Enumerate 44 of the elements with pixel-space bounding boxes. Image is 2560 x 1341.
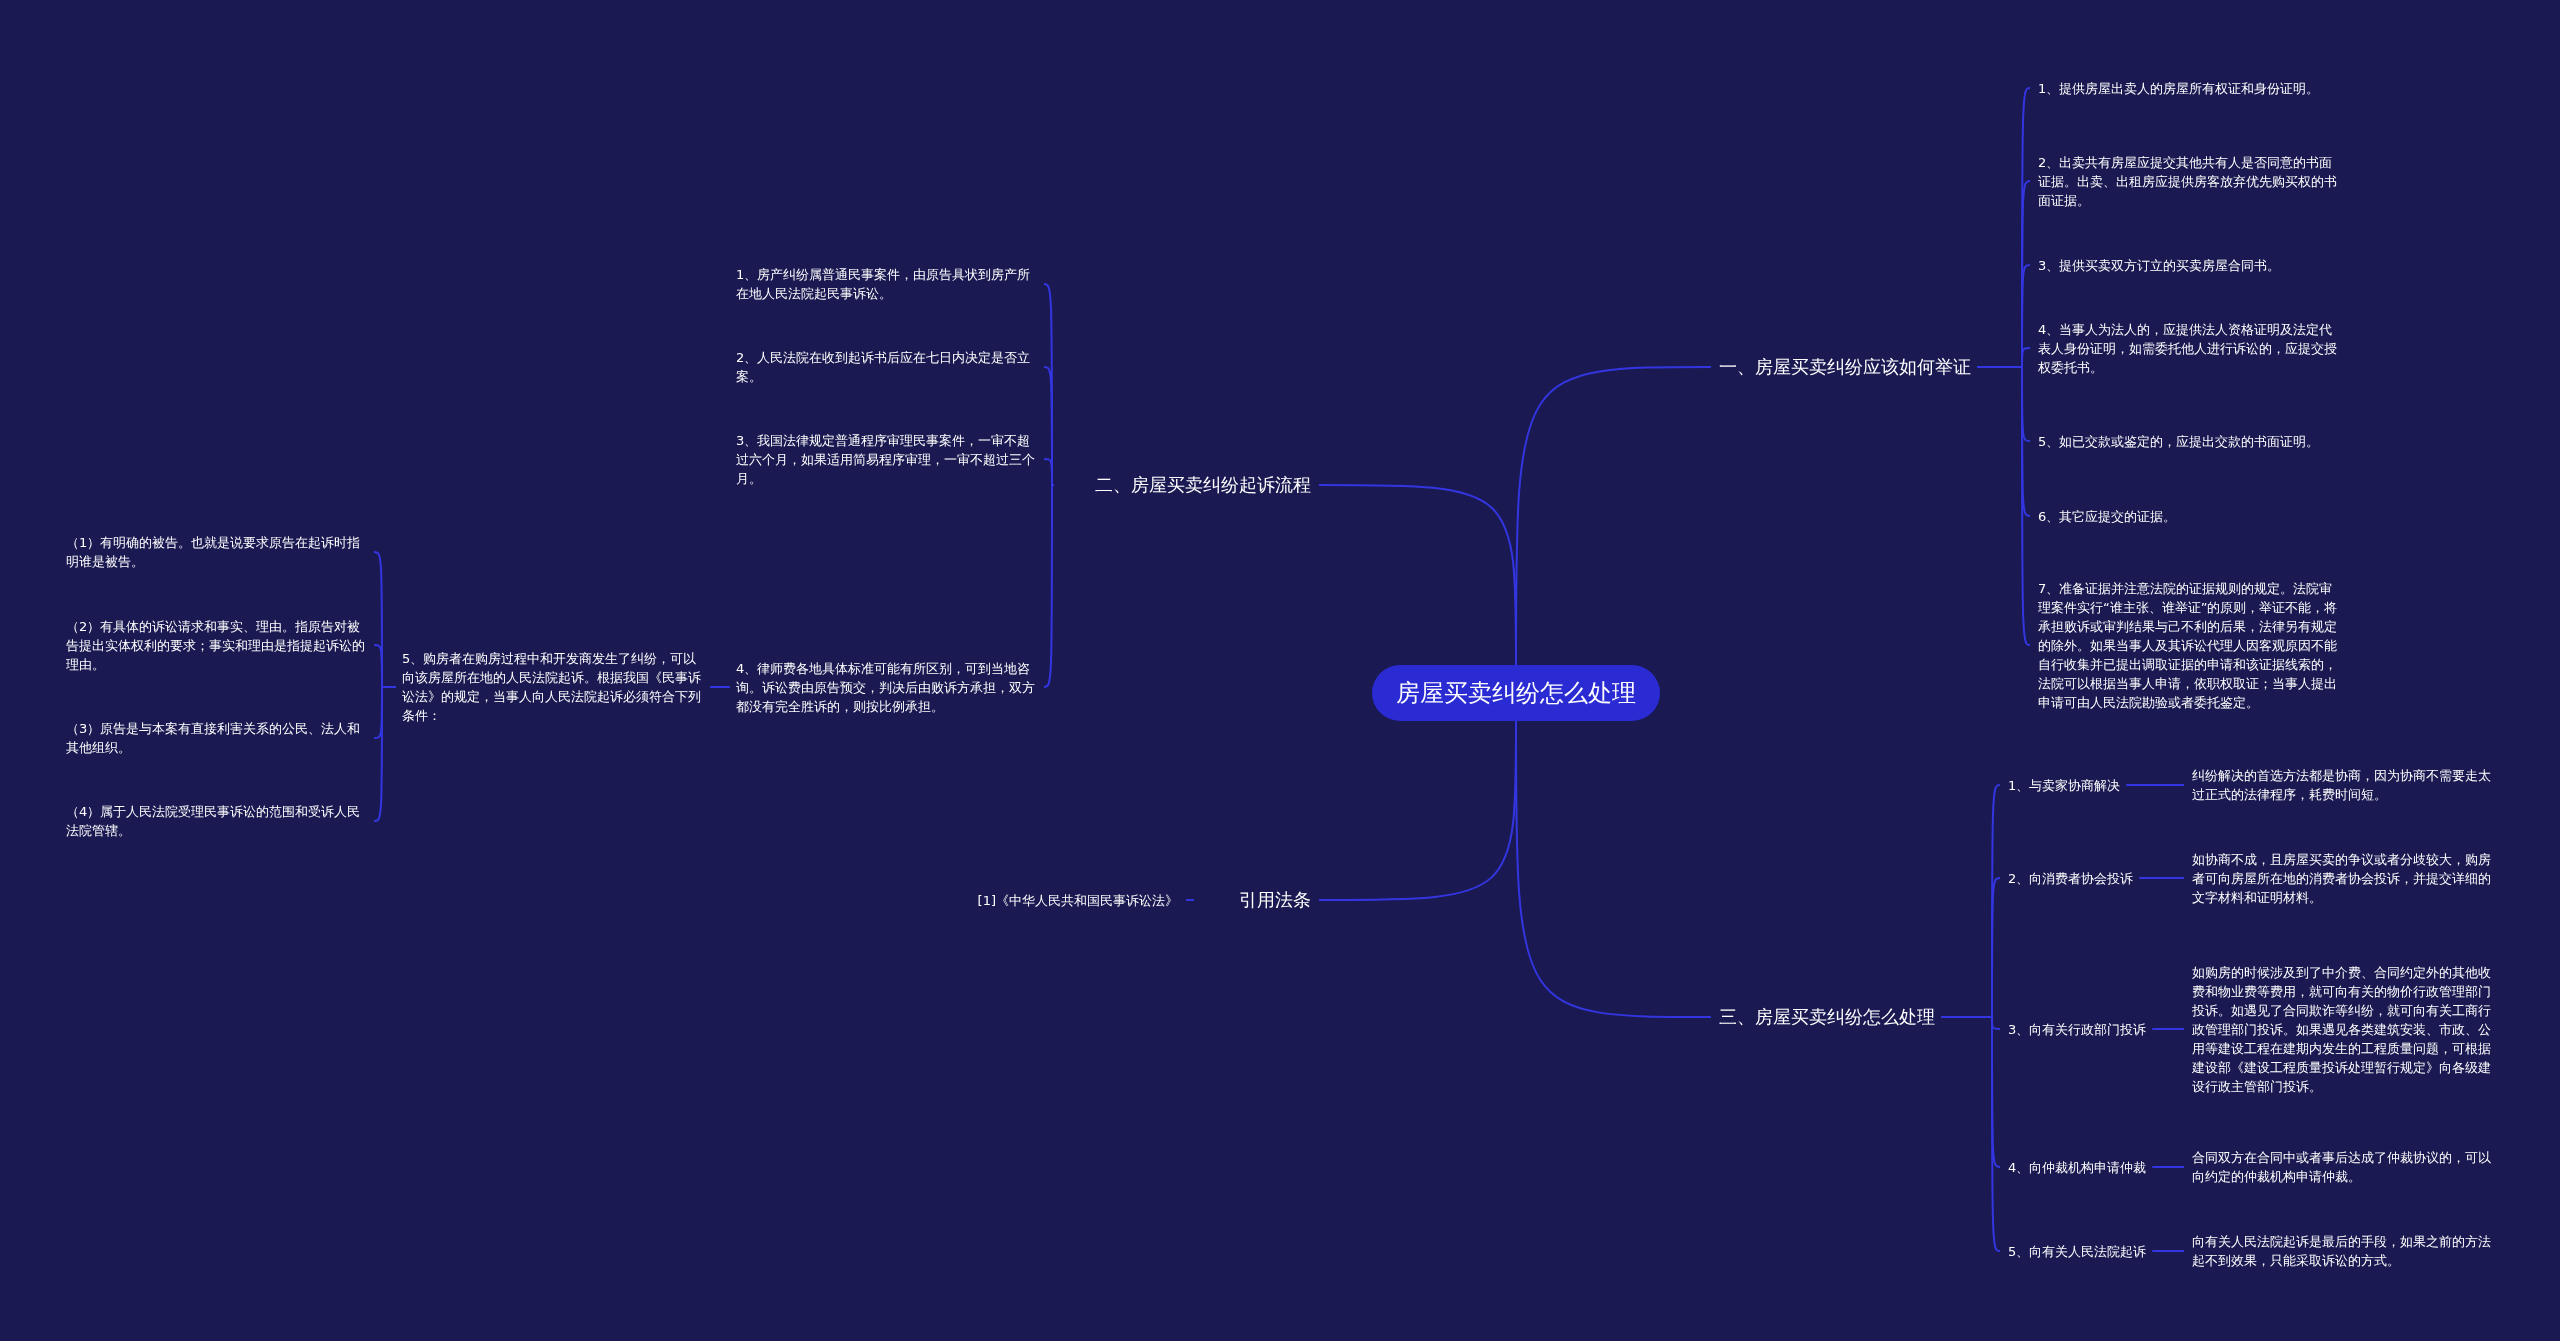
connector-line	[1318, 484, 1517, 666]
topic-text: 合同双方在合同中或者事后达成了仲裁协议的，可以向约定的仲裁机构申请仲裁。	[2192, 1148, 2497, 1186]
subtopic-text: 4、向仲裁机构申请仲裁	[2008, 1157, 2147, 1177]
connector-line	[1185, 899, 1195, 901]
topic-text: （4）属于人民法院受理民事诉讼的范围和受诉人民法院管辖。	[66, 802, 366, 840]
connector-line	[1976, 366, 2031, 646]
connector-line	[2151, 1028, 2185, 1030]
topic-text: （2）有具体的诉讼请求和事实、理由。指原告对被告提出实体权利的要求；事实和理由是指提起诉讼的理由。	[66, 616, 366, 674]
connector-line	[1043, 458, 1055, 486]
topic-text: 2、人民法院在收到起诉书后应在七日内决定是否立案。	[736, 348, 1036, 386]
topic-text: 1、房产纠纷属普通民事案件，由原告具状到房产所在地人民法院起民事诉讼。	[736, 265, 1036, 303]
connector-line	[2151, 1166, 2185, 1168]
topic-text: 5、如已交款或鉴定的，应提出交款的书面证明。	[2038, 431, 2338, 451]
branch-topic: 引用法条	[1200, 888, 1311, 912]
connector-line	[1940, 1016, 2001, 1252]
topic-text: 4、当事人为法人的，应提供法人资格证明及法定代表人身份证明，如需委托他人进行诉讼的，应提交授权委托书。	[2038, 319, 2338, 377]
topic-text: 纠纷解决的首选方法都是协商，因为协商不需要走太过正式的法律程序，耗费时间短。	[2192, 766, 2497, 804]
branch-topic: 二、房屋买卖纠纷起诉流程	[1060, 473, 1311, 497]
topic-text: 3、我国法律规定普通程序审理民事案件，一审不超过六个月，如果适用简易程序审理，一审不超过三个月。	[736, 430, 1036, 488]
subtopic-text: 5、向有关人民法院起诉	[2008, 1241, 2147, 1261]
topic-text: （1）有明确的被告。也就是说要求原告在起诉时指明谁是被告。	[66, 533, 366, 571]
topic-text: 向有关人民法院起诉是最后的手段，如果之前的方法起不到效果，只能采取诉讼的方式。	[2192, 1232, 2497, 1270]
connector-line	[709, 686, 731, 688]
connector-line	[2151, 1250, 2185, 1252]
topic-text: 2、出卖共有房屋应提交其他共有人是否同意的书面证据。出卖、出租房应提供房客放弃优先购买权的书面证据。	[2038, 152, 2338, 210]
subtopic-text: 1、与卖家协商解决	[2008, 775, 2121, 795]
topic-text: 6、其它应提交的证据。	[2038, 506, 2338, 526]
connector-line	[2125, 784, 2185, 786]
connector-line	[1043, 484, 1055, 688]
topic-text: （3）原告是与本案有直接利害关系的公民、法人和其他组织。	[66, 719, 366, 757]
topic-text: 如协商不成，且房屋买卖的争议或者分歧较大，购房者可向房屋所在地的消费者协会投诉，并提交详细的文字材料和证明材料。	[2192, 849, 2497, 907]
topic-text: 3、提供买卖双方订立的买卖房屋合同书。	[2038, 255, 2338, 275]
topic-text: 1、提供房屋出卖人的房屋所有权证和身份证明。	[2038, 78, 2338, 98]
topic-text: 7、准备证据并注意法院的证据规则的规定。法院审理案件实行“谁主张、谁举证”的原则，举证不能，将承担败诉或审判结果与己不利的后果，法律另有规定的除外。如果当事人及其诉讼代理人因客观原因不能自行收集并已提出调取证据的申请和该证据线索的，法院可以根据当事人申请，依职权取证；当事人提出申请可由人民法院勘验或者委托鉴定。	[2038, 578, 2338, 712]
topic-text: 如购房的时候涉及到了中介费、合同约定外的其他收费和物业费等费用，就可向有关的物价行政管理部门投诉。如遇见了合同欺诈等纠纷，就可向有关工商行政管理部门投诉。如果遇见各类建筑安装、市政、公用等建设工程在建期内发生的工程质量问题，可根据建设部《建设工程质量投诉处理暂行规定》向各级建设行政主管部门投诉。	[2192, 962, 2497, 1096]
subtopic-text: 2、向消费者协会投诉	[2008, 868, 2134, 888]
branch-topic: 三、房屋买卖纠纷怎么处理	[1719, 1005, 1935, 1029]
connector-line	[2138, 877, 2185, 879]
topic-text: 4、律师费各地具体标准可能有所区别，可到当地咨询。诉讼费由原告预交，判决后由败诉方承担，双方都没有完全胜诉的，则按比例承担。	[736, 658, 1036, 716]
topic-text: 5、购房者在购房过程中和开发商发生了纠纷，可以向该房屋所在地的人民法院起诉。根据我国《民事诉讼法》的规定，当事人向人民法院起诉必须符合下列条件：	[402, 649, 702, 725]
topic-text: [1]《中华人民共和国民事诉讼法》	[916, 890, 1178, 910]
subtopic-text: 3、向有关行政部门投诉	[2008, 1019, 2147, 1039]
central-topic: 房屋买卖纠纷怎么处理	[1372, 665, 1660, 721]
branch-topic: 一、房屋买卖纠纷应该如何举证	[1719, 355, 1971, 379]
